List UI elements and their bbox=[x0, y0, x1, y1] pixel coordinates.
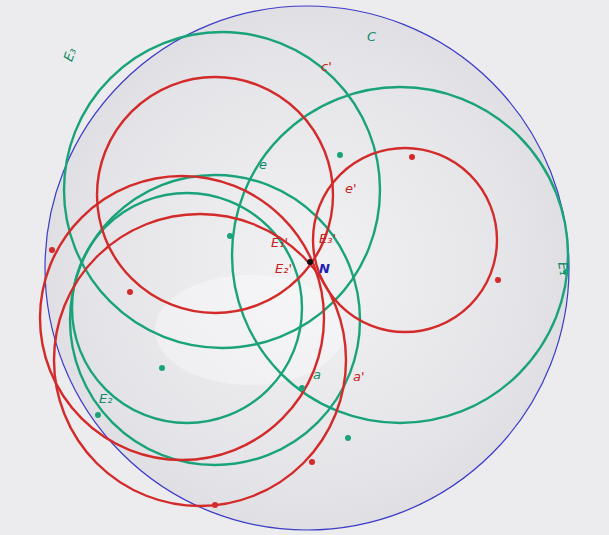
circle-label: a' bbox=[352, 370, 366, 383]
circle-label: e' bbox=[344, 182, 358, 195]
red-circle bbox=[40, 176, 324, 460]
circle-label: E₂' bbox=[274, 262, 293, 275]
circle-label: a bbox=[312, 368, 322, 381]
red-circles bbox=[40, 77, 497, 506]
circle-label: C bbox=[366, 30, 377, 43]
red-circle bbox=[97, 77, 333, 313]
circle-label: c' bbox=[320, 60, 333, 73]
circle-label: N bbox=[318, 262, 331, 275]
red-circle bbox=[313, 148, 497, 332]
green-circles bbox=[64, 32, 568, 465]
circle-label: E₁' bbox=[270, 236, 289, 249]
red-circle bbox=[54, 214, 346, 506]
circle-label: E₂ bbox=[98, 392, 113, 405]
sphere-outline bbox=[45, 6, 569, 530]
circle-label: E₃' bbox=[318, 232, 337, 245]
green-circle bbox=[72, 193, 302, 423]
circle-label: E₁ bbox=[556, 260, 571, 277]
north-pole bbox=[307, 259, 313, 265]
circle-label: e bbox=[258, 158, 268, 171]
points bbox=[49, 152, 569, 508]
